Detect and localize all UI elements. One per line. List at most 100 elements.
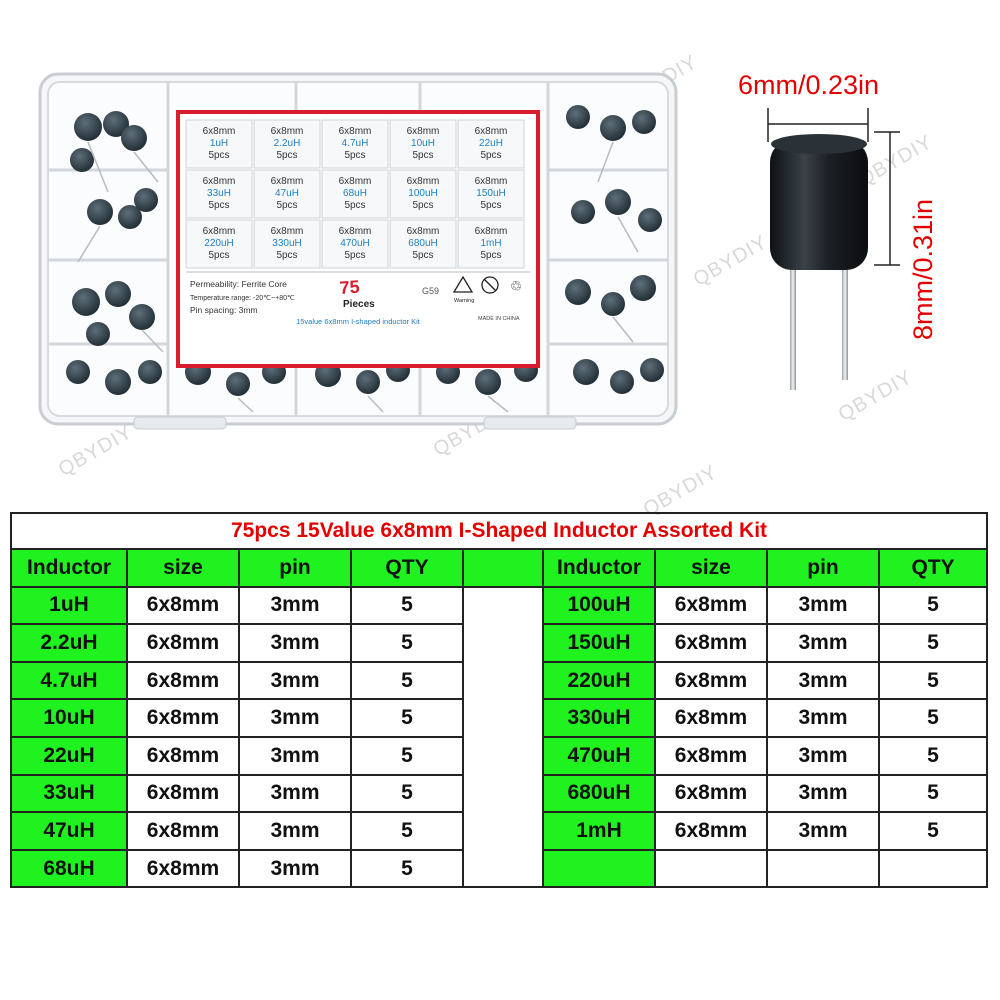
spec-cell: 3mm bbox=[238, 585, 352, 626]
label-cell-qty: 5pcs bbox=[412, 250, 433, 261]
spacer-cell bbox=[462, 812, 544, 850]
spec-cell: 6x8mm bbox=[126, 848, 240, 889]
label-cell-size: 6x8mm bbox=[339, 226, 372, 237]
label-cell-size: 6x8mm bbox=[271, 176, 304, 187]
spacer-cell bbox=[462, 774, 544, 813]
spec-cell: 3mm bbox=[238, 848, 352, 889]
label-cell-value: 33uH bbox=[207, 188, 231, 199]
header-cell: size bbox=[126, 548, 240, 588]
label-cell bbox=[321, 119, 389, 169]
spec-cell: 3mm bbox=[766, 811, 880, 851]
spec-cell: 5 bbox=[350, 735, 464, 776]
header-cell: pin bbox=[766, 548, 880, 588]
label-cell-qty: 5pcs bbox=[412, 200, 433, 211]
label-cell-value: 470uH bbox=[340, 238, 369, 249]
header-cell: Inductor bbox=[10, 548, 128, 588]
label-cell-qty: 5pcs bbox=[344, 250, 365, 261]
spec-cell: 6x8mm bbox=[654, 773, 768, 814]
label-cell-value: 1mH bbox=[480, 238, 501, 249]
inductor-value-cell: 100uH bbox=[542, 585, 656, 626]
spec-cell: 5 bbox=[350, 623, 464, 663]
inductor-value-cell: 10uH bbox=[10, 698, 128, 738]
label-cell bbox=[185, 169, 253, 219]
label-cell-value: 100uH bbox=[408, 188, 437, 199]
label-cell-qty: 5pcs bbox=[344, 150, 365, 161]
label-cell bbox=[253, 119, 321, 169]
no-children-icon bbox=[481, 276, 499, 294]
spec-cell: 5 bbox=[350, 811, 464, 851]
spec-cell: 3mm bbox=[238, 660, 352, 701]
inductor-value-cell: 470uH bbox=[542, 735, 656, 776]
label-pin-spacing: Pin spacing: 3mm bbox=[190, 305, 258, 315]
label-cell-size: 6x8mm bbox=[407, 176, 440, 187]
spec-cell: 3mm bbox=[766, 623, 880, 663]
inductor-value-cell: 1mH bbox=[542, 811, 656, 851]
spec-cell: 6x8mm bbox=[654, 735, 768, 776]
label-cell-qty: 5pcs bbox=[276, 250, 297, 261]
inductor-value-cell: 1uH bbox=[10, 585, 128, 626]
width-dimension-label: 6mm/0.23in bbox=[738, 70, 879, 100]
inductor-value-cell: 68uH bbox=[10, 848, 128, 889]
label-cell-value: 4.7uH bbox=[342, 138, 369, 149]
label-cell-value: 22uH bbox=[479, 138, 503, 149]
inductor-value-cell: 4.7uH bbox=[10, 660, 128, 701]
inductor-value-cell: 33uH bbox=[10, 773, 128, 814]
spec-cell: 5 bbox=[877, 660, 989, 701]
spec-cell: 5 bbox=[877, 585, 989, 626]
label-cell-size: 6x8mm bbox=[339, 126, 372, 137]
label-cell-value: 10uH bbox=[411, 138, 435, 149]
label-cell bbox=[185, 219, 253, 269]
inductor-kit-table: 75pcs 15Value 6x8mm I-Shaped Inductor As… bbox=[9, 512, 989, 889]
spec-cell: 5 bbox=[877, 623, 989, 663]
spec-cell bbox=[877, 848, 989, 889]
label-cell bbox=[253, 169, 321, 219]
label-model: G59 bbox=[422, 286, 439, 296]
spec-cell bbox=[766, 848, 880, 889]
label-cell-qty: 5pcs bbox=[208, 200, 229, 211]
label-cell bbox=[389, 219, 457, 269]
spec-cell: 6x8mm bbox=[126, 698, 240, 738]
height-dimension-label: 8mm/0.31in bbox=[908, 199, 938, 340]
spacer-cell bbox=[462, 549, 544, 587]
label-kit-name: 15value 6x8mm I-shaped inductor Kit bbox=[296, 317, 421, 326]
label-cell-qty: 5pcs bbox=[344, 200, 365, 211]
spec-cell: 6x8mm bbox=[126, 660, 240, 701]
inductor-value-cell: 22uH bbox=[10, 735, 128, 776]
label-cell-size: 6x8mm bbox=[203, 126, 236, 137]
label-cell-size: 6x8mm bbox=[475, 176, 508, 187]
header-cell: pin bbox=[238, 548, 352, 588]
spec-cell: 3mm bbox=[766, 735, 880, 776]
spec-cell: 5 bbox=[350, 660, 464, 701]
inductor-dimension-photo: 6mm/0.23in 8mm/0.31in bbox=[738, 70, 938, 390]
inductor-value-cell: 680uH bbox=[542, 773, 656, 814]
spec-cell: 6x8mm bbox=[654, 811, 768, 851]
label-cell-qty: 5pcs bbox=[208, 250, 229, 261]
spec-cell: 6x8mm bbox=[126, 811, 240, 851]
spec-cell: 3mm bbox=[238, 698, 352, 738]
spec-cell: 6x8mm bbox=[654, 585, 768, 626]
label-made-in: MADE IN CHINA bbox=[478, 316, 520, 322]
inductor-value-cell: 150uH bbox=[542, 623, 656, 663]
spec-cell: 5 bbox=[877, 735, 989, 776]
label-cell-size: 6x8mm bbox=[203, 226, 236, 237]
label-count: 75 bbox=[339, 277, 360, 298]
spec-cell: 5 bbox=[350, 585, 464, 626]
label-cell-value: 220uH bbox=[204, 238, 233, 249]
label-cell-qty: 5pcs bbox=[480, 200, 501, 211]
label-warning: Warning bbox=[454, 298, 474, 304]
label-cell-qty: 5pcs bbox=[480, 150, 501, 161]
spec-cell: 5 bbox=[877, 811, 989, 851]
spec-cell: 6x8mm bbox=[654, 698, 768, 738]
spec-cell: 5 bbox=[350, 848, 464, 889]
label-permeability: Permeability: Ferrite Core bbox=[190, 279, 287, 289]
inductor-value-cell bbox=[542, 848, 656, 889]
spec-cell: 5 bbox=[877, 698, 989, 738]
spec-cell: 3mm bbox=[766, 585, 880, 626]
spec-cell: 5 bbox=[350, 698, 464, 738]
inductor-value-cell: 2.2uH bbox=[10, 623, 128, 663]
label-cell-size: 6x8mm bbox=[407, 226, 440, 237]
